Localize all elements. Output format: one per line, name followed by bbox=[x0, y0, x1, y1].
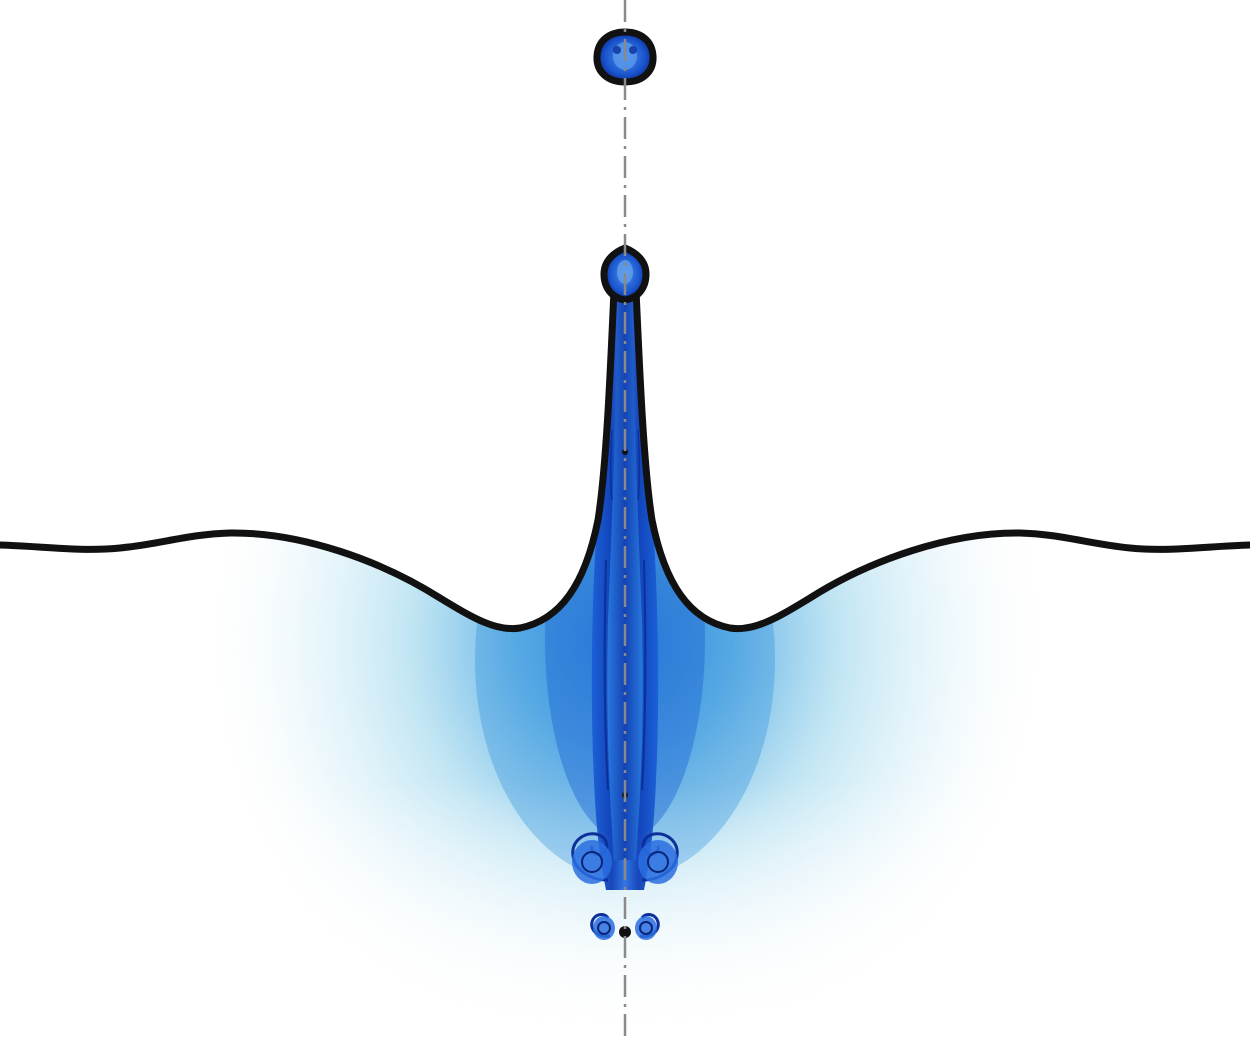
axis-markers bbox=[622, 449, 628, 798]
vortex-ring-pair bbox=[571, 832, 679, 940]
free-surface-interface-right bbox=[632, 286, 1250, 633]
free-surface-interface bbox=[0, 286, 618, 633]
jet-tip-droplet bbox=[600, 244, 650, 304]
